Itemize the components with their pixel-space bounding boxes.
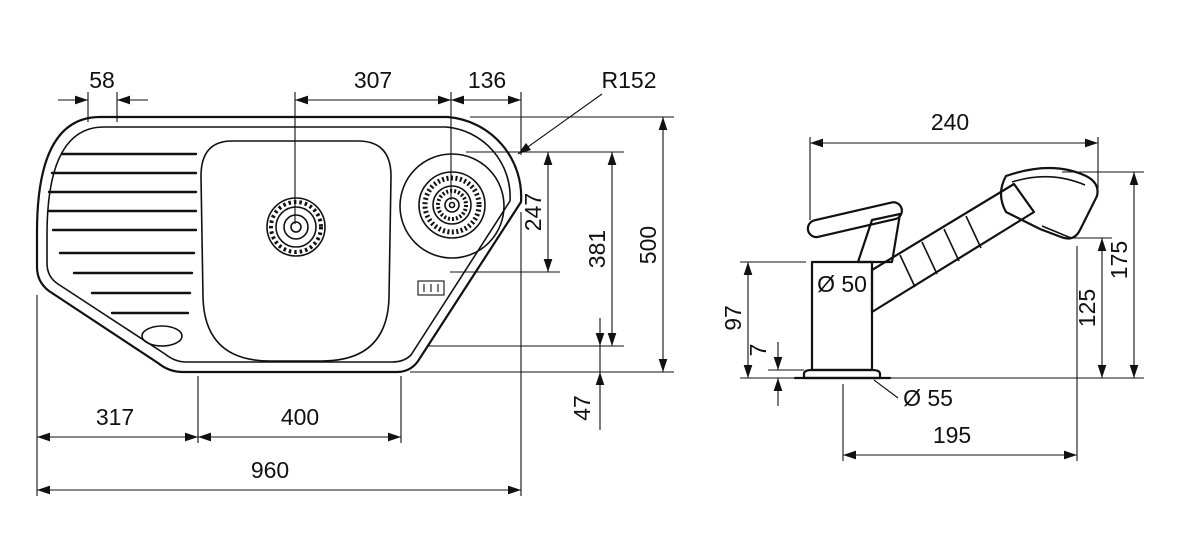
faucet-spout-arm <box>870 182 1036 314</box>
sink-inner-outline <box>46 126 511 363</box>
faucet-handle <box>806 201 903 239</box>
dim-317: 317 <box>37 404 198 442</box>
dim-195: 195 <box>842 246 1078 461</box>
faucet-side-view: 240 97 7 Ø 50 125 175 <box>720 109 1144 461</box>
dim-label-240: 240 <box>931 109 969 135</box>
small-bowl-drain <box>418 171 486 239</box>
hose-texture <box>899 215 982 288</box>
dim-97: 97 <box>720 261 806 378</box>
dim-175: 175 <box>1062 171 1144 378</box>
small-bowl-outline <box>399 153 505 259</box>
dim-label-136: 136 <box>468 67 506 93</box>
dim-label-500: 500 <box>635 226 661 264</box>
sink-top-view: 58 307 136 R152 247 <box>35 67 674 496</box>
dim-125: 125 <box>1072 237 1112 378</box>
spray-nozzle-line <box>1041 225 1072 239</box>
dim-label-97: 97 <box>720 305 746 331</box>
faucet-base-plate <box>802 368 882 380</box>
dim-label-317: 317 <box>96 404 134 430</box>
drainboard-ribs <box>47 152 198 347</box>
dim-500: 500 <box>635 117 668 372</box>
dim-label-r152: R152 <box>602 67 657 93</box>
dim-400: 400 <box>198 404 401 442</box>
dim-47: 47 <box>569 318 605 430</box>
dim-label-400: 400 <box>281 404 319 430</box>
dim-label-base-diameter: Ø 55 <box>903 385 953 411</box>
spray-head-detail <box>1011 175 1086 186</box>
dim-58: 58 <box>58 67 148 122</box>
dim-label-381: 381 <box>584 230 610 268</box>
dim-247: 247 <box>520 152 553 272</box>
main-bowl-drain <box>266 197 326 257</box>
faucet-handle-neck <box>856 212 902 264</box>
spray-head <box>999 166 1099 240</box>
dim-307: 307 <box>294 67 452 224</box>
dim-label-125: 125 <box>1074 289 1100 327</box>
dim-label-body-diameter: Ø 50 <box>817 271 867 297</box>
drainboard-end-groove <box>141 325 183 347</box>
dim-label-960: 960 <box>251 457 289 483</box>
main-bowl-outline <box>200 140 392 362</box>
overflow-detail <box>417 280 445 296</box>
dim-label-47: 47 <box>569 395 595 421</box>
dim-label-247: 247 <box>520 193 546 231</box>
dim-136: 136 <box>451 67 522 155</box>
dim-7: 7 <box>745 342 804 406</box>
dim-label-195: 195 <box>933 422 971 448</box>
dim-960: 960 <box>37 457 521 495</box>
dim-label-7: 7 <box>745 344 771 357</box>
dim-381: 381 <box>584 152 617 346</box>
dim-r152: R152 <box>517 67 657 155</box>
sink-outer-outline <box>35 115 523 374</box>
dim-label-175: 175 <box>1106 241 1132 279</box>
dim-label-307: 307 <box>354 67 392 93</box>
dim-d55: Ø 55 <box>873 379 953 411</box>
dim-label-58: 58 <box>89 67 115 93</box>
dim-240: 240 <box>809 109 1099 220</box>
